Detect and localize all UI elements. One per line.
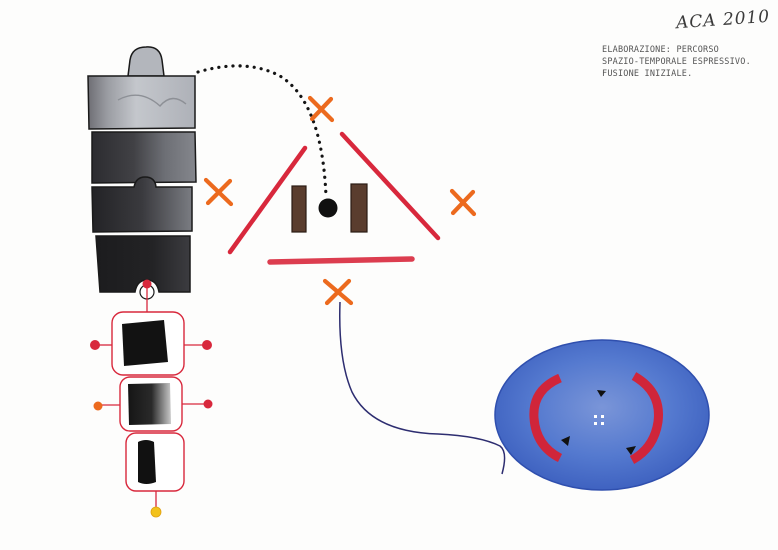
brown-bar-right [350,183,368,233]
red-dot-top [142,279,152,289]
caption-text: ELABORAZIONE: PERCORSO SPAZIO-TEMPORALE … [602,44,774,80]
red-bracket-left [529,373,563,463]
brush-texture [117,94,187,107]
red-dot-right-2 [203,399,213,409]
dotted-arc [196,64,328,198]
triangle-base [267,256,415,265]
brown-bar-left [291,185,307,233]
red-triangle [227,131,441,265]
orange-dot-left-2 [93,401,103,411]
red-bracket-right [629,372,663,464]
red-dot-right-1 [202,340,212,350]
triangle-right-side [339,131,441,241]
triangle-marker-right [626,446,636,455]
triangle-left-side [227,145,308,255]
puzzle-top-knob [127,46,165,77]
square-chain [90,279,213,518]
ink-square-2 [128,383,171,425]
orange-x-top [307,95,335,123]
navy-connector-line [339,301,506,475]
orange-x-right [449,188,477,217]
blue-oval-group [494,339,710,491]
yellow-dot-bottom [150,506,162,518]
puzzle-piece-1 [87,75,196,130]
puzzle-stack [87,46,197,300]
triangle-marker-left [561,436,570,446]
black-dot [318,198,338,218]
red-dot-left-1 [90,340,100,350]
ink-square-3 [138,440,156,484]
orange-x-bottom [322,278,354,306]
white-dots [594,415,604,425]
caption-line-2: SPAZIO-TEMPORALE ESPRESSIVO. [602,57,751,67]
caption-line-1: ELABORAZIONE: PERCORSO [602,45,719,55]
caption-line-3: FUSIONE INIZIALE. [602,69,693,79]
puzzle-piece-2 [91,131,197,184]
ink-square-1 [122,320,168,366]
triangle-marker-top [597,390,606,397]
orange-x-left [203,177,234,207]
puzzle-piece-3 [91,176,193,233]
